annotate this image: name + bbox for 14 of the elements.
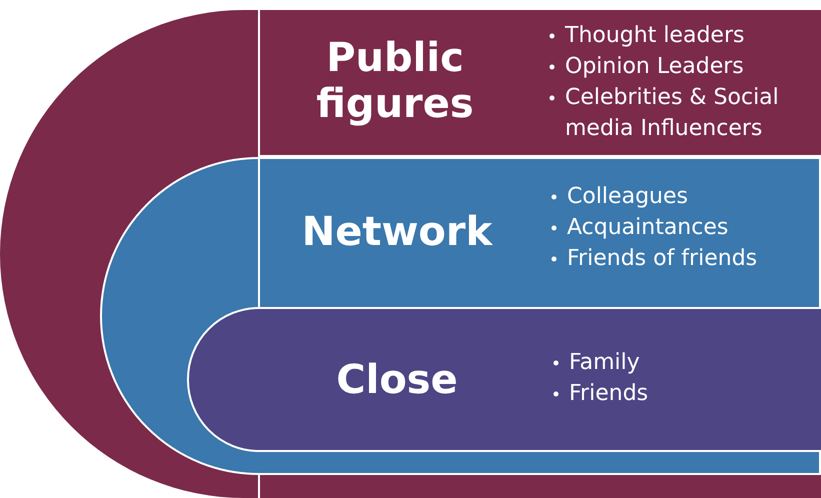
- bullet-item: Celebrities & Social media Influencers: [565, 85, 779, 141]
- bullet-item: Acquaintances: [567, 215, 728, 240]
- band-heading: Public figures: [315, 35, 475, 127]
- bullet-item: Opinion Leaders: [565, 54, 744, 79]
- band-heading: Network: [300, 209, 494, 255]
- band: [100, 157, 821, 475]
- bullet-item: Family: [569, 350, 640, 375]
- band-heading: Close: [335, 357, 459, 403]
- band: [187, 307, 821, 452]
- bullet-item: Colleagues: [567, 184, 688, 209]
- bullet-item: Friends of friends: [567, 246, 758, 271]
- bullet-item: Thought leaders: [565, 23, 744, 48]
- band: [0, 10, 821, 498]
- bullet-item: Friends: [569, 381, 648, 406]
